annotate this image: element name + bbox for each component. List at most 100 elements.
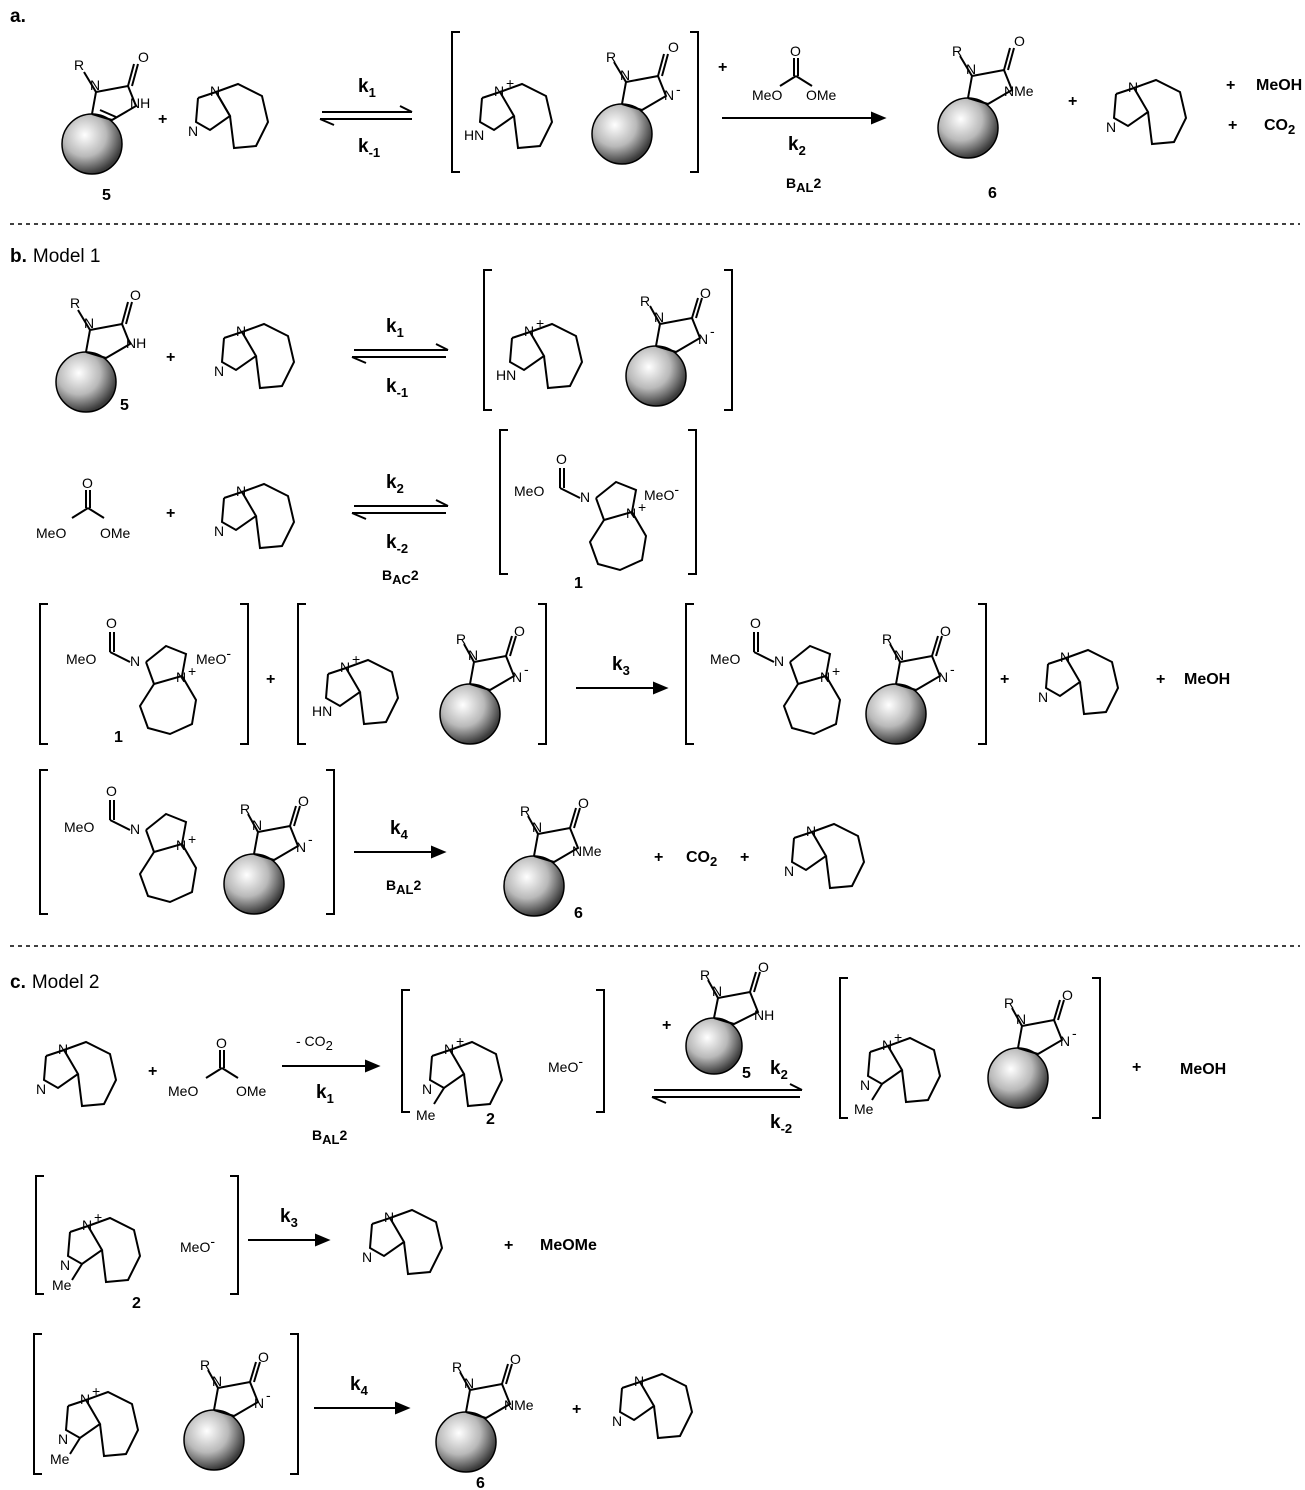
plus-sign: + <box>1132 1059 1141 1076</box>
compound-6-label: 6 <box>476 1475 485 1490</box>
atom-n: N <box>774 653 784 669</box>
atom-o: O <box>298 793 309 809</box>
acyl-dbu-cation: O MeO N N + <box>66 615 198 736</box>
bracket-left <box>39 769 48 915</box>
compound-6-label: 6 <box>988 185 997 202</box>
arrow-k4 <box>314 1401 411 1415</box>
atom-n: N <box>494 83 504 99</box>
atom-n: N <box>1106 119 1116 135</box>
atom-hn: HN <box>464 127 484 143</box>
dmc-structure: O MeO OMe <box>752 43 837 103</box>
bracket-right <box>1092 977 1101 1119</box>
atom-n: N <box>58 1431 68 1447</box>
imidazolone-anion: R N O N - <box>439 623 529 745</box>
compound-6-structure: R N O NMe <box>435 1351 534 1473</box>
rate-k2: k2 <box>770 1058 788 1082</box>
rate-km2: k-2 <box>386 532 408 556</box>
atom-n: N <box>214 523 224 539</box>
bracket-left <box>451 31 460 173</box>
plus-sign: + <box>740 849 749 866</box>
atom-n: N <box>214 363 224 379</box>
atom-nh: NH <box>126 335 146 351</box>
plus-sign: + <box>1000 671 1009 688</box>
atom-n: N <box>464 1375 474 1391</box>
dmc-ome: OMe <box>806 87 837 103</box>
dbu-structure: N N <box>362 1208 444 1276</box>
section-a: a. R N O NH 5 + N N <box>10 6 1302 204</box>
atom-n: N <box>580 489 590 505</box>
atom-n: N <box>860 1077 870 1093</box>
methyl-dbu-cation: N N + Me <box>52 1209 142 1293</box>
bracket-left <box>35 1175 44 1295</box>
equilibrium-arrow-b1 <box>351 343 449 364</box>
atom-r: R <box>240 801 250 817</box>
section-c-heading: c.Model 2 <box>10 972 99 993</box>
atom-o: O <box>750 615 761 631</box>
atom-o: O <box>790 43 801 59</box>
atom-n: N <box>654 309 664 325</box>
atom-n: N <box>612 1413 622 1429</box>
section-b-heading: b.Model 1 <box>10 246 101 267</box>
compound-1-label: 1 <box>574 575 583 592</box>
dbu-structure: N N <box>214 322 296 390</box>
acyl-dbu-cation: O MeO N N + <box>514 451 648 572</box>
mechanism-bac2: BAC2 <box>382 567 419 587</box>
equilibrium-arrow-a <box>319 105 413 126</box>
atom-n: N <box>1060 1033 1070 1049</box>
atom-n: N <box>296 839 306 855</box>
atom-me: Me <box>50 1451 70 1467</box>
equilibrium-arrow-b2 <box>351 499 449 520</box>
atom-n: N <box>882 1037 892 1053</box>
section-b: b.Model 1 R N O NH 5 + N N k1 k-1 <box>10 246 1230 922</box>
atom-r: R <box>452 1359 462 1375</box>
product-co2: CO2 <box>1264 117 1295 137</box>
charge-minus: - <box>676 81 681 97</box>
atom-nme: NMe <box>504 1397 534 1413</box>
atom-o: O <box>138 49 149 65</box>
rate-k1: k1 <box>358 76 376 100</box>
plus-sign: + <box>662 1017 671 1034</box>
bracket-left <box>499 429 508 575</box>
atom-r: R <box>74 57 84 73</box>
charge-plus: + <box>188 831 196 847</box>
charge-plus: + <box>536 315 544 331</box>
atom-r: R <box>70 295 80 311</box>
atom-n: N <box>384 1209 394 1225</box>
atom-n: N <box>36 1081 46 1097</box>
atom-n: N <box>340 659 350 675</box>
bracket-right <box>290 1333 299 1475</box>
atom-meo: MeO <box>514 483 544 499</box>
atom-r: R <box>606 49 616 65</box>
section-c: c.Model 2 N N + O MeO OMe - CO2 k1 BAL2 <box>10 959 1226 1490</box>
rate-k4: k4 <box>350 1374 369 1398</box>
atom-o: O <box>940 623 951 639</box>
mechanism-bal2: BAL2 <box>312 1127 347 1147</box>
bracket-left <box>839 977 848 1119</box>
plus-sign: + <box>166 349 175 366</box>
atom-o: O <box>82 475 93 491</box>
compound-6-structure: R N O NMe <box>503 795 602 917</box>
atom-n: N <box>254 1395 264 1411</box>
atom-n: N <box>176 669 186 685</box>
atom-n: N <box>1128 79 1138 95</box>
dmc-structure: O MeO OMe <box>36 475 131 541</box>
atom-n: N <box>512 669 522 685</box>
atom-o: O <box>106 615 117 631</box>
atom-n: N <box>468 647 478 663</box>
compound-6-label: 6 <box>574 905 583 922</box>
bracket-left <box>483 269 492 411</box>
compound-2-label: 2 <box>132 1295 141 1312</box>
atom-n: N <box>210 83 220 99</box>
atom-n: N <box>444 1041 454 1057</box>
atom-n: N <box>820 669 830 685</box>
plus-sign: + <box>718 59 727 76</box>
rate-km1: k-1 <box>386 376 408 400</box>
rate-k2: k2 <box>788 134 806 158</box>
plus-sign: + <box>166 505 175 522</box>
mechanism-bal2: BAL2 <box>786 175 821 195</box>
bracket-right <box>538 603 547 745</box>
imidazolone-anion: R N O N - <box>625 285 715 407</box>
dbu-product: N N <box>1106 78 1188 146</box>
bracket-left <box>685 603 694 745</box>
